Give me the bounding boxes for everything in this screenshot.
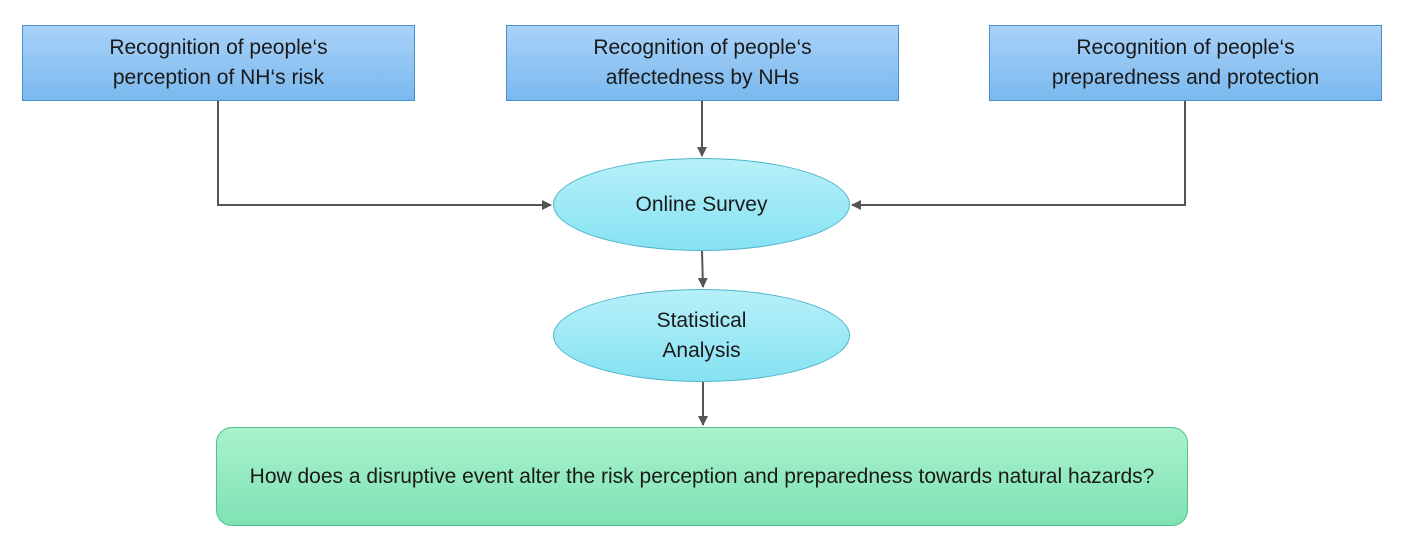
node-affectedness: Recognition of people‘s affectedness by … <box>506 25 899 101</box>
node-perception-of-risk: Recognition of people‘s perception of NH… <box>22 25 415 101</box>
node-online-survey: Online Survey <box>553 158 850 251</box>
node-research-question-label: How does a disruptive event alter the ri… <box>249 464 1155 488</box>
node-preparedness-and-protection: Recognition of people‘s preparedness and… <box>989 25 1382 101</box>
node-statistical-analysis-label: Statistical Analysis <box>656 308 747 362</box>
edge-online-survey-to-statistical-analysis <box>697 250 708 288</box>
node-statistical-analysis: Statistical Analysis <box>553 289 850 382</box>
edge-preparedness-to-online-survey <box>851 101 1186 210</box>
edge-perception-to-online-survey <box>217 101 552 210</box>
node-online-survey-label: Online Survey <box>635 192 768 216</box>
node-affectedness-label: Recognition of people‘s affectedness by … <box>593 36 812 89</box>
node-perception-of-risk-label: Recognition of people‘s perception of NH… <box>109 36 328 89</box>
node-research-question: How does a disruptive event alter the ri… <box>216 427 1188 526</box>
node-preparedness-label: Recognition of people‘s preparedness and… <box>1051 36 1320 89</box>
